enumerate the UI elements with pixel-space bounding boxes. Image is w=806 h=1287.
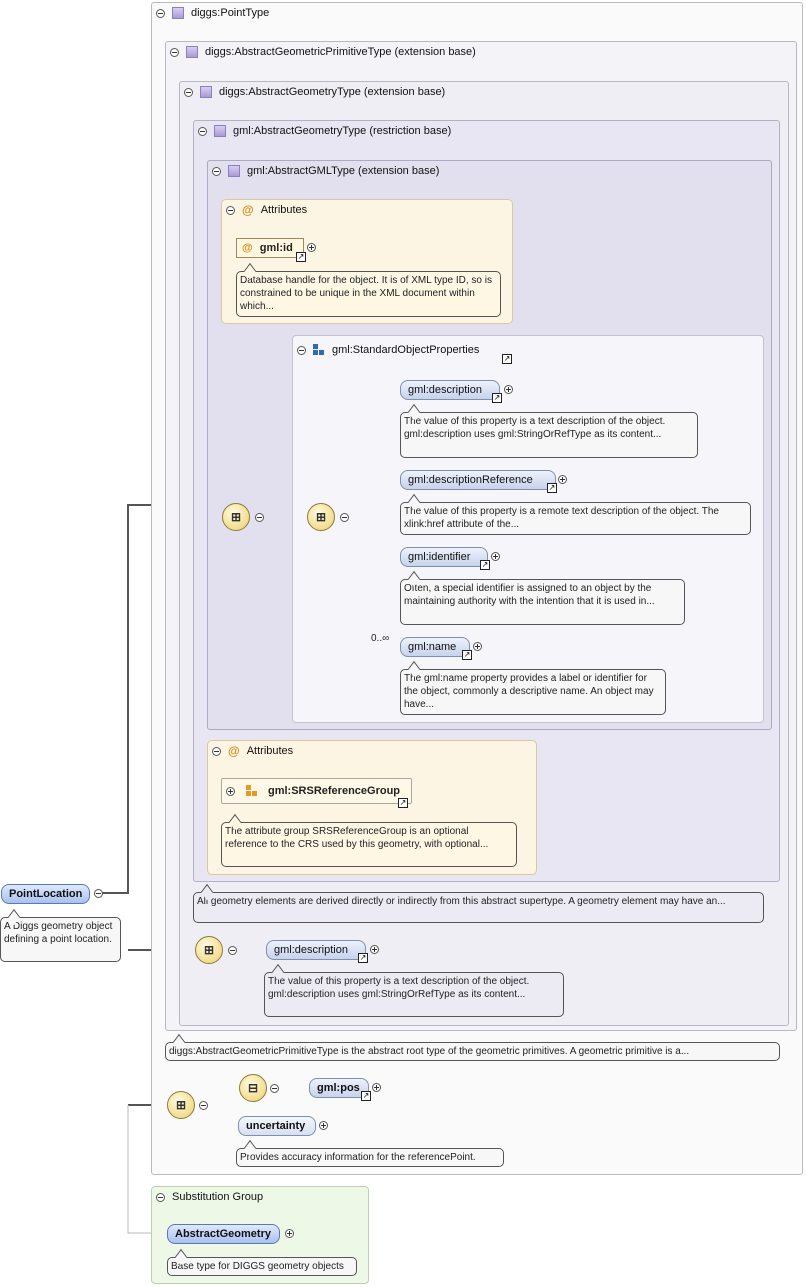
complex-type-icon [186, 46, 198, 58]
sequence-compositor-icon[interactable]: ⊞ [167, 1091, 195, 1119]
cardinality-label: 0..∞ [371, 633, 390, 644]
srs-reference-group-element[interactable]: gml:SRSReferenceGroup [221, 778, 412, 804]
link-arrow-icon[interactable] [296, 252, 306, 262]
attributes-title: Attributes [260, 204, 308, 216]
substitution-group-title: Substitution Group [172, 1191, 264, 1203]
collapse-toggle-icon[interactable] [170, 47, 179, 57]
collapse-toggle-icon[interactable] [198, 126, 207, 136]
srs-reference-group-doc: The attribute group SRSReferenceGroup is… [221, 822, 517, 867]
expand-toggle-icon[interactable] [473, 642, 482, 651]
gml-description-element[interactable]: gml:description [400, 380, 500, 400]
point-type-label: diggs:PointType [191, 7, 270, 19]
diggs-gml-description-element[interactable]: gml:description [266, 940, 366, 960]
gml-abstract-gml-header: gml:AbstractGMLType (extension base) [208, 161, 439, 181]
abstract-geometry-doc: Base type for DIGGS geometry objects [167, 1257, 357, 1276]
attribute-icon: @ [242, 242, 253, 254]
collapse-toggle-icon[interactable] [228, 946, 237, 955]
abstract-geometry-element[interactable]: AbstractGeometry [167, 1224, 280, 1244]
choice-compositor-icon[interactable]: ⊟ [239, 1074, 267, 1102]
collapse-toggle-icon[interactable] [184, 87, 193, 97]
diggs-gml-description-doc: The value of this property is a text des… [264, 972, 564, 1017]
point-location-element[interactable]: PointLocation [1, 884, 90, 904]
expand-toggle-icon[interactable] [372, 1083, 381, 1092]
attribute-icon: @ [228, 744, 240, 758]
group-icon [313, 344, 325, 356]
gml-id-label: gml:id [259, 242, 293, 254]
substitution-group-header: Substitution Group [152, 1187, 263, 1207]
gml-name-doc: The gml:name property provides a label o… [400, 669, 666, 715]
link-arrow-icon[interactable] [492, 393, 502, 403]
expand-toggle-icon[interactable] [285, 1229, 294, 1238]
collapse-toggle-icon[interactable] [255, 513, 264, 522]
sequence-compositor-icon[interactable]: ⊞ [195, 936, 223, 964]
gml-description-reference-doc: The value of this property is a remote t… [400, 502, 751, 535]
abstract-geometric-primitive-header: diggs:AbstractGeometricPrimitiveType (ex… [166, 42, 476, 62]
gml-abstract-geometry-label: gml:AbstractGeometryType (restriction ba… [233, 125, 452, 137]
expand-toggle-icon[interactable] [370, 945, 379, 954]
attribute-icon: @ [242, 203, 254, 217]
link-arrow-icon[interactable] [502, 354, 512, 364]
link-arrow-icon[interactable] [358, 953, 368, 963]
complex-type-icon [172, 7, 184, 19]
complex-type-icon [200, 86, 212, 98]
gml-abstract-geometry-doc: All geometry elements are derived direct… [193, 892, 764, 923]
diggs-abstract-geometry-header: diggs:AbstractGeometryType (extension ba… [180, 82, 445, 102]
sequence-compositor-icon[interactable]: ⊞ [222, 503, 250, 531]
srs-reference-group-label: gml:SRSReferenceGroup [268, 785, 401, 797]
collapse-toggle-icon[interactable] [297, 345, 306, 355]
attributes-header: @ Attributes [222, 200, 307, 220]
link-arrow-icon[interactable] [361, 1091, 371, 1101]
point-type-header: diggs:PointType [152, 3, 269, 23]
collapse-toggle-icon[interactable] [212, 166, 221, 176]
expand-toggle-icon[interactable] [491, 552, 500, 561]
expand-toggle-icon[interactable] [226, 787, 235, 796]
abstract-geometric-primitive-doc: diggs:AbstractGeometricPrimitiveType is … [165, 1042, 780, 1061]
attributes-title: Attributes [246, 745, 294, 757]
collapse-toggle-icon[interactable] [340, 513, 349, 522]
link-arrow-icon[interactable] [547, 483, 557, 493]
collapse-toggle-icon[interactable] [156, 8, 165, 18]
gml-description-doc: The value of this property is a text des… [400, 412, 698, 458]
expand-toggle-icon[interactable] [307, 243, 316, 252]
diggs-abstract-geometry-label: diggs:AbstractGeometryType (extension ba… [219, 86, 446, 98]
complex-type-icon [228, 165, 240, 177]
expand-toggle-icon[interactable] [504, 385, 513, 394]
gml-description-reference-element[interactable]: gml:descriptionReference [400, 470, 556, 490]
collapse-toggle-icon[interactable] [94, 889, 103, 898]
collapse-toggle-icon[interactable] [156, 1192, 165, 1202]
standard-object-properties-label: gml:StandardObjectProperties [332, 344, 480, 356]
gml-name-element[interactable]: gml:name [400, 637, 470, 657]
uncertainty-doc: Provides accuracy information for the re… [236, 1148, 504, 1167]
link-arrow-icon[interactable] [480, 560, 490, 570]
link-arrow-icon[interactable] [398, 798, 408, 808]
collapse-toggle-icon[interactable] [270, 1084, 279, 1093]
gml-identifier-doc: Often, a special identifier is assigned … [400, 579, 685, 625]
gml-identifier-element[interactable]: gml:identifier [400, 547, 488, 567]
gml-abstract-gml-label: gml:AbstractGMLType (extension base) [247, 165, 440, 177]
expand-toggle-icon[interactable] [558, 475, 567, 484]
standard-object-properties-header: gml:StandardObjectProperties [293, 340, 479, 360]
gml-id-doc: Database handle for the object. It is of… [236, 271, 501, 317]
gml-id-attribute[interactable]: @ gml:id [236, 238, 304, 258]
uncertainty-element[interactable]: uncertainty [238, 1116, 316, 1136]
gml-abstract-geometry-header: gml:AbstractGeometryType (restriction ba… [194, 121, 451, 141]
attributes-header: @ Attributes [208, 741, 293, 761]
link-arrow-icon[interactable] [462, 650, 472, 660]
expand-toggle-icon[interactable] [319, 1121, 328, 1130]
collapse-toggle-icon[interactable] [212, 746, 221, 756]
complex-type-icon [214, 125, 226, 137]
sequence-compositor-icon[interactable]: ⊞ [307, 503, 335, 531]
attribute-group-icon [246, 785, 258, 797]
point-location-doc: A Diggs geometry object defining a point… [0, 917, 121, 962]
gml-pos-element[interactable]: gml:pos [309, 1078, 369, 1098]
abstract-geometric-primitive-label: diggs:AbstractGeometricPrimitiveType (ex… [205, 46, 476, 58]
collapse-toggle-icon[interactable] [226, 205, 235, 215]
collapse-toggle-icon[interactable] [199, 1101, 208, 1110]
